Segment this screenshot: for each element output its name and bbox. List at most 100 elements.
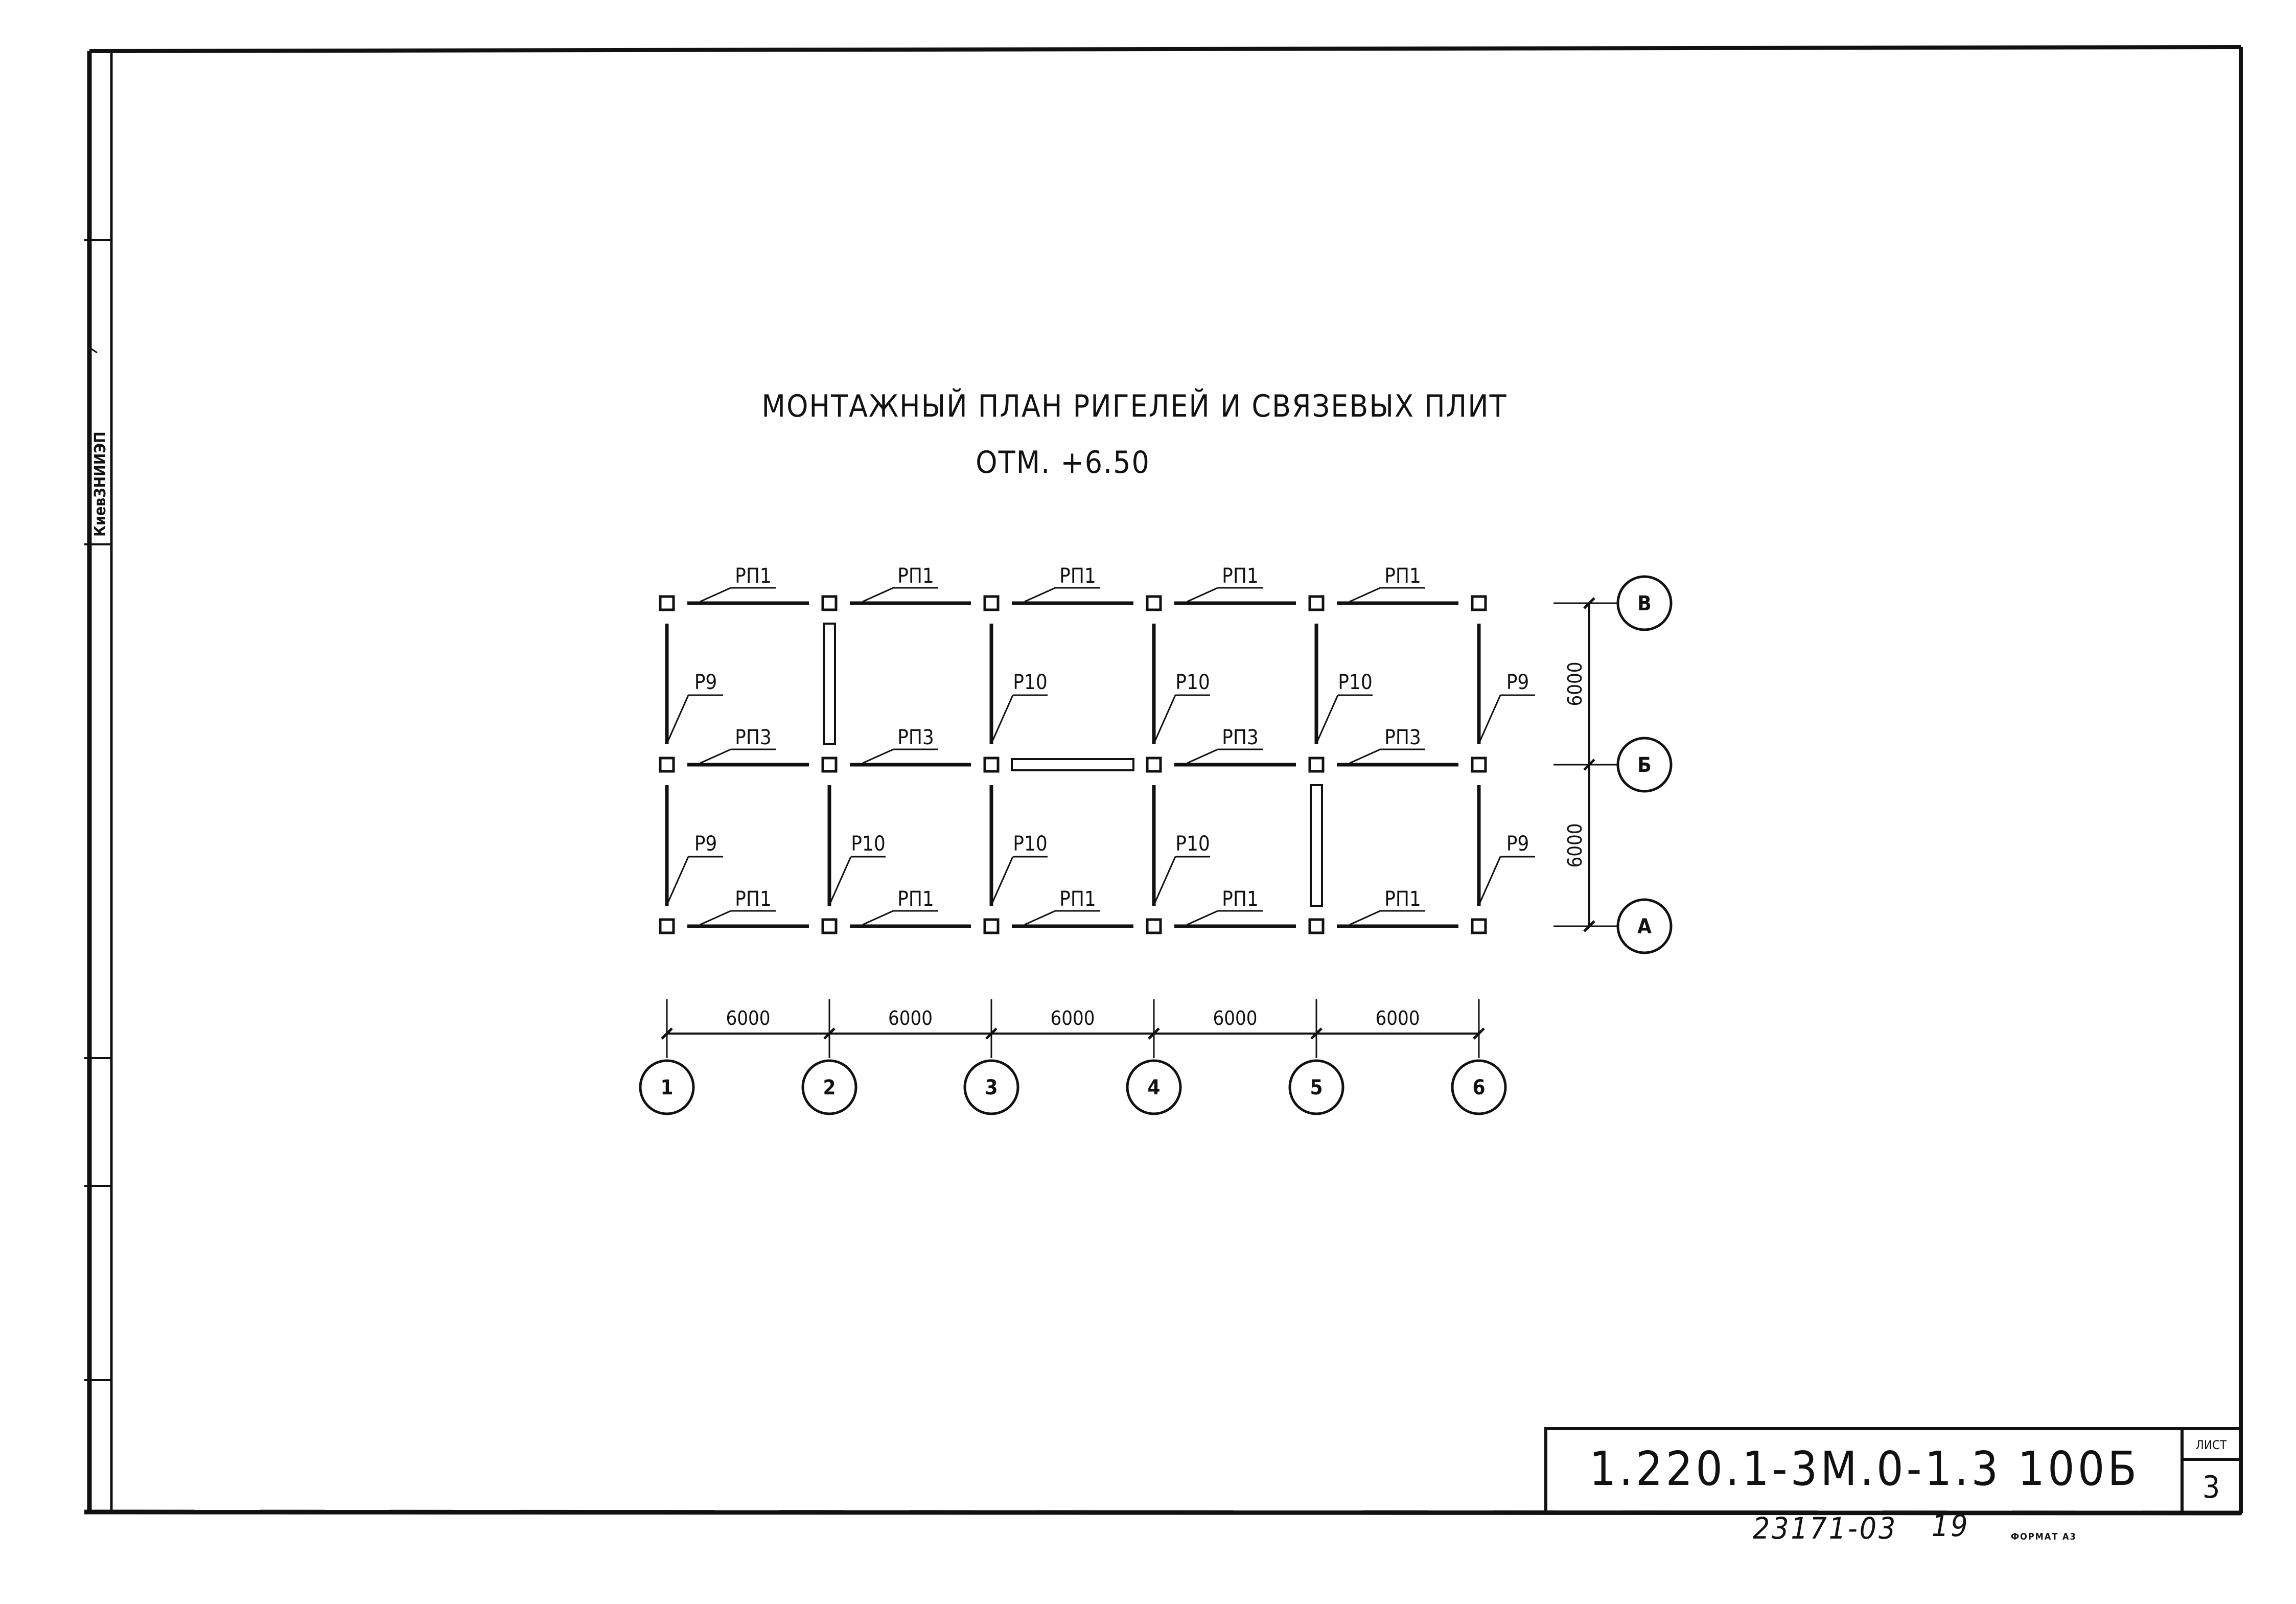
drawing-elevation: ОТМ. +6.50 bbox=[976, 445, 1150, 480]
column bbox=[1471, 757, 1487, 773]
row-axis-bubble bbox=[1616, 737, 1673, 793]
leader-line bbox=[1316, 695, 1339, 742]
leader-line bbox=[1154, 695, 1176, 742]
girder-label: Р10 bbox=[851, 832, 885, 856]
drawing-title: МОНТАЖНЫЙ ПЛАН РИГЕЛЕЙ И СВЯЗЕВЫХ ПЛИТ bbox=[761, 387, 1507, 424]
girder-label: Р9 bbox=[694, 671, 717, 694]
column-axis-bubble bbox=[1126, 1059, 1182, 1115]
row-axis-label: А bbox=[1637, 915, 1652, 938]
leader-line bbox=[1187, 587, 1218, 603]
drawing-frame bbox=[84, 45, 2243, 1516]
sheet-label: ЛИСТ bbox=[2196, 1438, 2227, 1452]
dimension-tick bbox=[985, 1027, 998, 1040]
beam-label: РП3 bbox=[897, 726, 934, 749]
girder-label: Р10 bbox=[1013, 671, 1047, 694]
leader-line bbox=[862, 910, 894, 926]
beam-label: РП1 bbox=[735, 887, 772, 911]
leader-line bbox=[700, 748, 731, 764]
column bbox=[1308, 757, 1325, 773]
column bbox=[1308, 918, 1325, 934]
bracing-plate bbox=[1011, 758, 1134, 771]
column-axis-label: 4 bbox=[1147, 1076, 1160, 1099]
column bbox=[983, 757, 1000, 773]
column bbox=[659, 595, 675, 611]
column bbox=[1308, 595, 1325, 611]
row-axis-bubble bbox=[1616, 898, 1673, 954]
side-stamp bbox=[84, 123, 111, 1381]
dimension-tick bbox=[1310, 1027, 1323, 1040]
beam-label: РП1 bbox=[897, 887, 934, 911]
leader-line bbox=[1479, 856, 1501, 903]
leader-line bbox=[1024, 910, 1056, 926]
sheet-number: 3 bbox=[2202, 1470, 2220, 1505]
format-label: ФОРМАТ А3 bbox=[2011, 1531, 2077, 1542]
inventory-number: 23171-03 bbox=[1753, 1511, 1897, 1546]
row-axis-bubble bbox=[1616, 575, 1673, 631]
leader-line bbox=[1187, 910, 1218, 926]
column bbox=[659, 918, 675, 934]
dimension-tick bbox=[1148, 1027, 1160, 1040]
column-axis-bubble bbox=[801, 1059, 857, 1115]
leader-line bbox=[1479, 695, 1501, 742]
bracing-plate bbox=[1310, 784, 1323, 907]
column-axis-bubble bbox=[639, 1059, 695, 1115]
column bbox=[1471, 918, 1487, 934]
row-axis-label: В bbox=[1637, 592, 1651, 615]
leader-line bbox=[1154, 856, 1176, 903]
designation: 1.220.1-3М.0-1.3 100Б bbox=[1589, 1441, 2140, 1496]
girder-label: Р10 bbox=[1175, 832, 1210, 856]
leader-line bbox=[700, 910, 731, 926]
beam-label: РП1 bbox=[1059, 887, 1096, 911]
column bbox=[1146, 918, 1162, 934]
bay-dimension: 6000 bbox=[1564, 662, 1586, 706]
dimension-tick bbox=[1473, 1027, 1485, 1040]
column bbox=[983, 918, 1000, 934]
leader-line bbox=[1349, 910, 1381, 926]
bracing-plate bbox=[823, 623, 836, 745]
column bbox=[1471, 595, 1487, 611]
leader-line bbox=[667, 695, 689, 742]
column-axis-label: 3 bbox=[985, 1076, 998, 1099]
beam-label: РП1 bbox=[897, 564, 934, 588]
span-dimension: 6000 bbox=[1051, 1007, 1095, 1029]
leader-line bbox=[1187, 748, 1218, 764]
leader-line bbox=[1024, 587, 1056, 603]
leader-line bbox=[667, 856, 689, 903]
beam-label: РП1 bbox=[735, 564, 772, 588]
leader-line bbox=[862, 748, 894, 764]
column bbox=[821, 595, 838, 611]
column-axis-label: 6 bbox=[1472, 1076, 1485, 1099]
leader-line bbox=[862, 587, 894, 603]
column-axis-label: 2 bbox=[823, 1076, 836, 1099]
dimension-tick bbox=[661, 1027, 673, 1040]
column-axis-label: 1 bbox=[660, 1076, 673, 1099]
column-axis-label: 5 bbox=[1310, 1076, 1323, 1099]
leader-line bbox=[991, 856, 1014, 903]
girder-label: Р10 bbox=[1338, 671, 1372, 694]
beam-label: РП1 bbox=[1222, 887, 1259, 911]
beam-label: РП1 bbox=[1384, 887, 1421, 911]
column bbox=[659, 757, 675, 773]
span-dimension: 6000 bbox=[1213, 1007, 1258, 1029]
beam-label: РП1 bbox=[1222, 564, 1259, 588]
leader-line bbox=[1349, 748, 1381, 764]
girder-label: Р10 bbox=[1013, 832, 1047, 856]
beam-label: РП3 bbox=[735, 726, 772, 749]
beam-label: РП1 bbox=[1384, 564, 1421, 588]
dimension-tick bbox=[823, 1027, 836, 1040]
column-axis-bubble bbox=[1288, 1059, 1344, 1115]
column bbox=[1146, 757, 1162, 773]
span-dimension: 6000 bbox=[888, 1007, 933, 1029]
girder-label: Р9 bbox=[694, 832, 717, 856]
span-dimension: 6000 bbox=[1376, 1007, 1420, 1029]
beam-label: РП3 bbox=[1222, 726, 1259, 749]
column-axis-bubble bbox=[963, 1059, 1019, 1115]
column bbox=[983, 595, 1000, 611]
girder-label: Р9 bbox=[1506, 671, 1529, 694]
column bbox=[821, 757, 838, 773]
column bbox=[1146, 595, 1162, 611]
leader-line bbox=[700, 587, 731, 603]
column bbox=[821, 918, 838, 934]
